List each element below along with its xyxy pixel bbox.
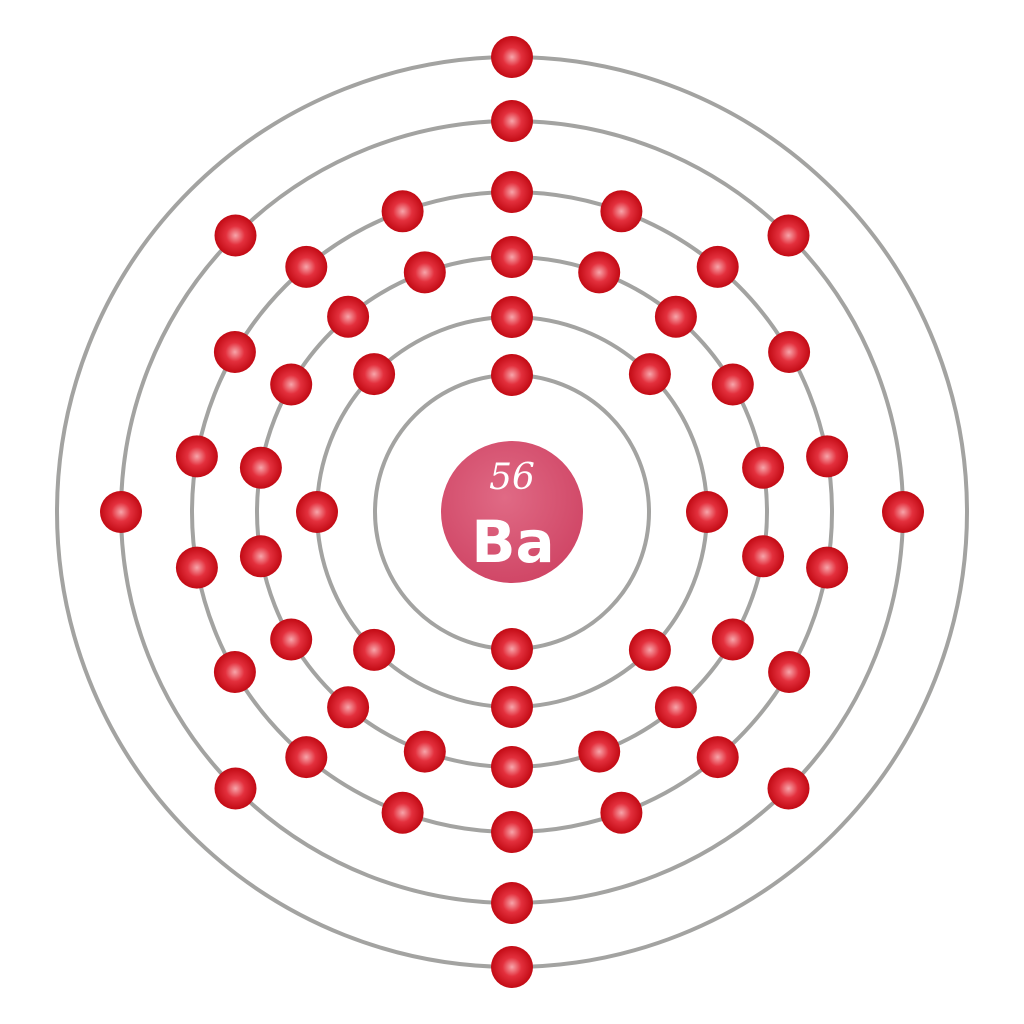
- electron-shell-3-18: [403, 251, 446, 294]
- electron-shell-3-13: [270, 618, 313, 661]
- electron-shell-3-14: [239, 535, 282, 578]
- electron-shell-3-7: [711, 618, 754, 661]
- electrons: [100, 36, 924, 988]
- electron-shell-5-8: [214, 214, 257, 257]
- electron-shell-4-16: [213, 331, 256, 373]
- electron-shell-5-4: [767, 767, 810, 810]
- electron-shell-5-7: [100, 491, 142, 533]
- electron-shell-2-4: [628, 628, 671, 671]
- electron-shell-3-16: [270, 363, 313, 406]
- electron-shell-3-4: [711, 363, 754, 406]
- electron-shell-4-11: [381, 791, 424, 834]
- electron-shell-6-2: [491, 946, 533, 988]
- electron-shell-4-18: [381, 190, 424, 233]
- atomic-number: 56: [489, 457, 535, 498]
- electron-shell-1-2: [491, 628, 533, 670]
- electron-shell-3-2: [578, 251, 621, 294]
- electron-shell-4-1: [491, 171, 533, 213]
- electron-shell-4-10: [491, 811, 533, 853]
- electron-shell-6-1: [491, 36, 533, 78]
- electron-shell-4-9: [600, 791, 643, 834]
- electron-shell-5-2: [767, 214, 810, 257]
- electron-shell-1-1: [491, 354, 533, 396]
- electron-shell-4-17: [285, 245, 328, 288]
- electron-shell-4-7: [768, 651, 811, 693]
- electron-shell-4-8: [696, 736, 739, 779]
- electron-shell-3-9: [578, 730, 621, 773]
- nucleus-circle: [441, 441, 583, 583]
- electron-shell-3-11: [403, 730, 446, 773]
- electron-shell-4-15: [175, 435, 218, 478]
- electron-shell-5-6: [214, 767, 257, 810]
- electron-shell-2-1: [491, 296, 533, 338]
- electron-shell-2-3: [686, 491, 728, 533]
- electron-shell-3-17: [327, 295, 370, 338]
- electron-shell-4-4: [768, 331, 811, 373]
- electron-shell-3-1: [491, 236, 533, 278]
- electron-shell-4-5: [806, 435, 849, 478]
- electron-shell-4-2: [600, 190, 643, 233]
- electron-shell-2-2: [628, 353, 671, 396]
- electron-shell-5-1: [491, 100, 533, 142]
- electron-shell-3-15: [239, 446, 282, 489]
- electron-shell-4-14: [175, 546, 218, 589]
- electron-shell-5-3: [882, 491, 924, 533]
- electron-shell-4-6: [806, 546, 849, 589]
- electron-shell-2-7: [296, 491, 338, 533]
- electron-shell-2-6: [353, 628, 396, 671]
- nucleus: 56 Ba: [441, 441, 583, 583]
- electron-shell-2-8: [353, 353, 396, 396]
- electron-shell-3-12: [327, 686, 370, 729]
- electron-shell-4-13: [213, 651, 256, 693]
- electron-shell-3-10: [491, 746, 533, 788]
- electron-shell-3-8: [654, 686, 697, 729]
- electron-shell-3-5: [742, 446, 785, 489]
- element-symbol: Ba: [471, 508, 554, 576]
- electron-shell-4-12: [285, 736, 328, 779]
- electron-shell-3-3: [654, 295, 697, 338]
- electron-shell-4-3: [696, 245, 739, 288]
- electron-shell-2-5: [491, 686, 533, 728]
- electron-shell-3-6: [742, 535, 785, 578]
- electron-shell-5-5: [491, 882, 533, 924]
